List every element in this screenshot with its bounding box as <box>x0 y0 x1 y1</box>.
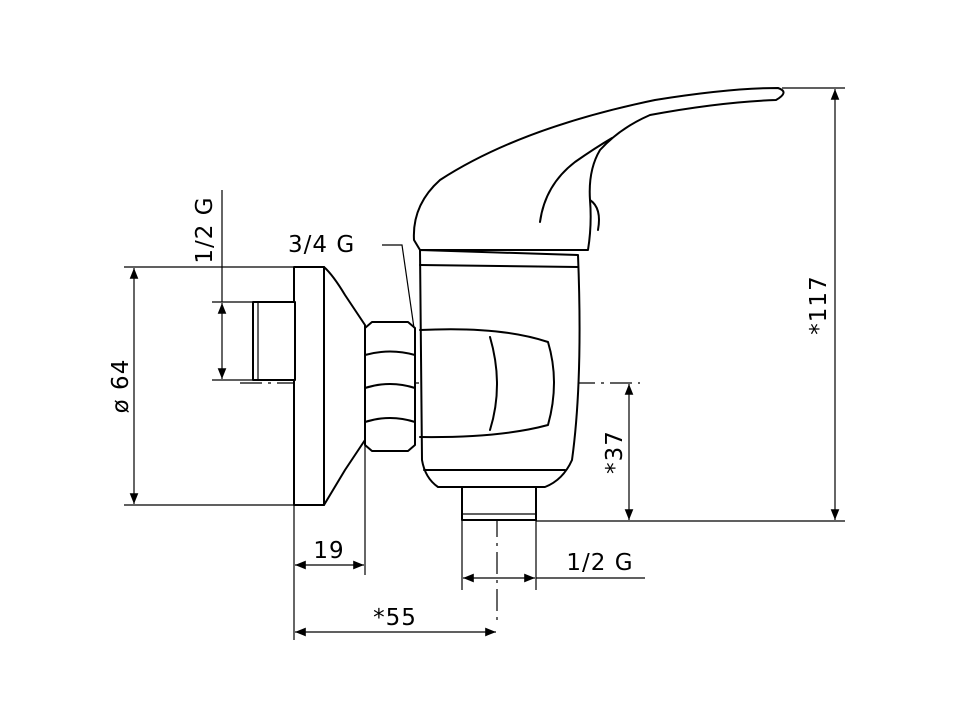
dim-inlet-thread: 1/2 G <box>192 190 253 381</box>
lever-handle <box>412 87 785 251</box>
dim-union-thread: 3/4 G <box>288 232 415 329</box>
dim-outlet-thread: 1/2 G <box>461 520 645 590</box>
dim-wall-offset-label: 19 <box>313 538 344 564</box>
dim-outlet-thread-label: 1/2 G <box>566 550 633 576</box>
dim-outlet-height: *37 <box>536 384 845 522</box>
inlet-nipple <box>252 301 296 381</box>
dim-outlet-height-label: *37 <box>602 430 628 474</box>
dim-wall-offset: 19 <box>293 445 366 640</box>
dim-projection-label: *55 <box>373 605 417 631</box>
hex-nut <box>364 321 416 452</box>
dim-total-height: *117 <box>782 87 845 520</box>
dim-total-height-label: *117 <box>806 275 832 334</box>
outlet-nipple <box>461 486 537 521</box>
wall-flange <box>293 266 366 506</box>
dim-inlet-thread-label: 1/2 G <box>192 196 218 263</box>
dim-union-thread-label: 3/4 G <box>288 232 355 258</box>
dim-flange-diameter: ø 64 <box>108 266 294 506</box>
valve-body <box>419 249 581 488</box>
dim-projection: *55 <box>295 605 496 637</box>
dim-flange-diameter-label: ø 64 <box>108 359 134 414</box>
